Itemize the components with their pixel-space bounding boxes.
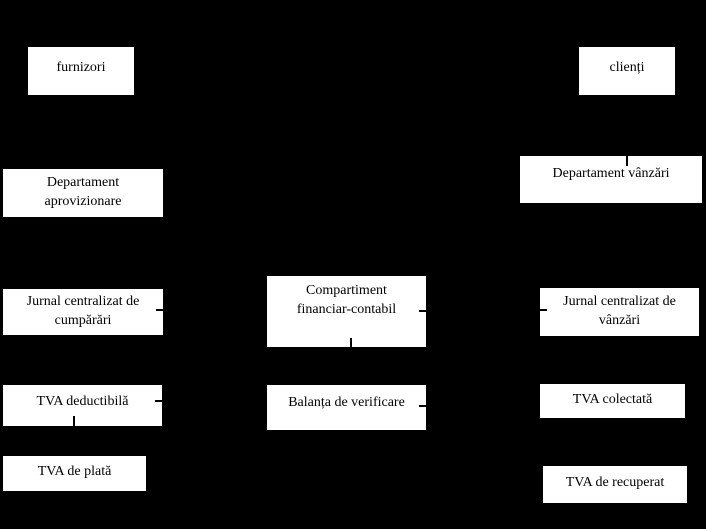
node-compartiment-financiar-contabil: Compartiment financiar-contabil (267, 276, 426, 347)
node-jurnal-vanzari: Jurnal centralizat de vânzări (540, 288, 699, 336)
node-tva-deductibila: TVA deductibilă (3, 385, 162, 426)
node-label: Departament vânzări (552, 166, 670, 181)
node-label: cumpărări (54, 313, 112, 328)
node-label: Departament (46, 175, 120, 190)
node-label: clienți (609, 60, 645, 75)
connector-stub-tva-deductibila-right (155, 400, 162, 402)
node-label: TVA de plată (37, 464, 112, 479)
node-tva-de-recuperat: TVA de recuperat (543, 466, 687, 503)
connector-stub-tva-deductibila-bottom (73, 416, 75, 426)
node-clienti: clienți (579, 47, 675, 95)
node-label: Compartiment (306, 283, 387, 298)
node-tva-de-plata: TVA de plată (3, 456, 146, 491)
node-label: TVA colectată (572, 392, 653, 407)
node-departament-aprovizionare: Departament aprovizionare (3, 169, 163, 217)
connector-stub-jurnal-vanzari-left (540, 309, 547, 311)
node-furnizori: furnizori (28, 47, 134, 95)
connector-stub-compartiment-bottom (350, 338, 352, 347)
node-label: vânzări (598, 313, 641, 328)
connector-stub-jurnal-cumparari-right (156, 309, 163, 311)
node-label: TVA de recuperat (565, 475, 665, 490)
node-label: aprovizionare (44, 194, 122, 209)
node-label: furnizori (56, 60, 106, 75)
node-label: financiar-contabil (296, 302, 397, 317)
connector-stub-balanta-right (419, 405, 426, 407)
node-label: TVA deductibilă (36, 394, 129, 409)
node-departament-vanzari: Departament vânzări (520, 156, 702, 203)
node-tva-colectata: TVA colectată (540, 384, 685, 418)
connector-stub-clienti-to-departament-vanzari (626, 156, 628, 166)
node-balanta-verificare: Balanța de verificare (267, 385, 426, 430)
node-label: Jurnal centralizat de (563, 294, 676, 309)
node-label: Balanța de verificare (288, 395, 405, 410)
node-jurnal-cumparari: Jurnal centralizat de cumpărări (3, 289, 163, 335)
connector-stub-compartiment-right (419, 310, 426, 312)
node-label: Jurnal centralizat de (26, 294, 140, 309)
